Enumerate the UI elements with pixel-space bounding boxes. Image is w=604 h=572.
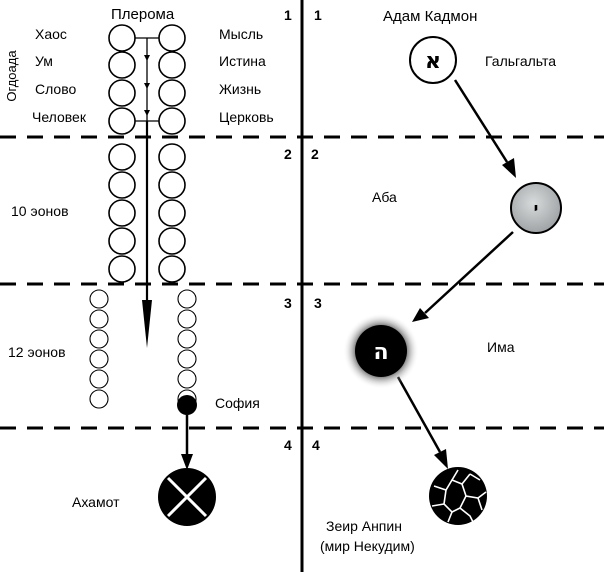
ogdoad-right-circle	[158, 79, 186, 107]
ogdoad-left-circle	[108, 79, 136, 107]
ogdoad-left-circle	[108, 107, 136, 135]
adam-kadmon-label: Адам Кадмон	[383, 8, 478, 25]
zeir-anpin-node	[429, 467, 487, 525]
pleroma-chains	[89, 24, 197, 409]
ogdoad-left-2: Слово	[35, 81, 77, 97]
aeon-12-circle	[177, 329, 197, 349]
he-letter: ה	[373, 340, 388, 365]
ogdoad-right-circle	[158, 107, 186, 135]
ogdoad-left-circle	[108, 24, 136, 52]
galgalta-label: Гальгальта	[485, 53, 557, 69]
aeon-12-circle	[177, 349, 197, 369]
aeon-10-circle	[108, 171, 136, 199]
yod-letter: י	[534, 199, 539, 218]
ogdoad-small-arrowhead	[144, 83, 150, 89]
sophia-label: София	[215, 395, 260, 411]
aeon-10-circle	[108, 255, 136, 283]
arrow-aleph-yod	[453, 79, 509, 163]
level-right-3: 3	[314, 295, 322, 311]
pleroma-arrowhead	[142, 300, 152, 348]
ogdoad-small-arrowhead	[144, 110, 150, 116]
level-left-4: 4	[284, 437, 292, 453]
aeon-10-circle	[158, 227, 186, 255]
arrowhead-he	[412, 308, 429, 322]
pleroma-label: Плерома	[111, 6, 175, 23]
aeon-12-circle	[177, 369, 197, 389]
ogdoad-left-circle	[108, 51, 136, 79]
arrow-yod-he	[424, 231, 514, 314]
level-right-4: 4	[312, 437, 320, 453]
aeons-12-label: 12 эонов	[8, 344, 66, 360]
aleph-letter: א	[425, 49, 441, 74]
level-left-3: 3	[284, 295, 292, 311]
achamoth-label: Ахамот	[72, 494, 120, 510]
yod-node	[510, 182, 562, 234]
aeon-10-circle	[158, 255, 186, 283]
achamoth-cross-b	[166, 476, 208, 518]
aeon-12-circle	[177, 289, 197, 309]
ogdoad-vertical-label: Огдоада	[4, 50, 19, 102]
aeon-12-circle	[89, 389, 109, 409]
aeon-12-circle	[89, 349, 109, 369]
aeon-10-circle	[108, 199, 136, 227]
aeon-12-circle	[177, 309, 197, 329]
level-left-2: 2	[284, 146, 292, 162]
arrowhead-zeir	[434, 449, 448, 469]
level-right-2: 2	[311, 146, 319, 162]
arrow-he-zeir	[396, 376, 442, 453]
level-right-1: 1	[314, 7, 322, 23]
aeon-10-circle	[108, 227, 136, 255]
ogdoad-right-1: Истина	[219, 53, 266, 69]
ogdoad-left-0: Хаос	[35, 26, 67, 42]
ima-label: Има	[487, 339, 515, 355]
ogdoad-right-0: Мысль	[219, 26, 264, 42]
aeon-10-circle	[158, 199, 186, 227]
aeons-10-label: 10 эонов	[11, 203, 69, 219]
zeir-anpin-label: Зеир Анпин	[326, 518, 402, 534]
he-node	[355, 325, 407, 377]
sophia-arrowhead	[181, 454, 193, 470]
ogdoad-left-1: Ум	[35, 53, 53, 69]
ogdoad-right-2: Жизнь	[219, 81, 262, 97]
aeon-12-circle	[89, 329, 109, 349]
ogdoad-left-3: Человек	[32, 109, 86, 125]
aeon-10-circle	[158, 171, 186, 199]
level-left-1: 1	[284, 7, 292, 23]
arrowhead-yod	[502, 158, 516, 178]
aeon-10-circle	[158, 143, 186, 171]
aeon-10-circle	[108, 143, 136, 171]
ogdoad-right-circle	[158, 24, 186, 52]
ogdoad-right-circle	[158, 51, 186, 79]
aba-label: Аба	[372, 189, 397, 205]
aeon-12-circle	[89, 369, 109, 389]
ogdoad-small-arrowhead	[144, 55, 150, 61]
mir-nekudim-label: (мир Некудим)	[320, 538, 415, 554]
aeon-12-circle	[89, 289, 109, 309]
aleph-node	[409, 36, 457, 84]
ogdoad-right-3: Церковь	[219, 109, 274, 125]
sophia-node	[177, 395, 197, 415]
aeon-12-circle	[89, 309, 109, 329]
